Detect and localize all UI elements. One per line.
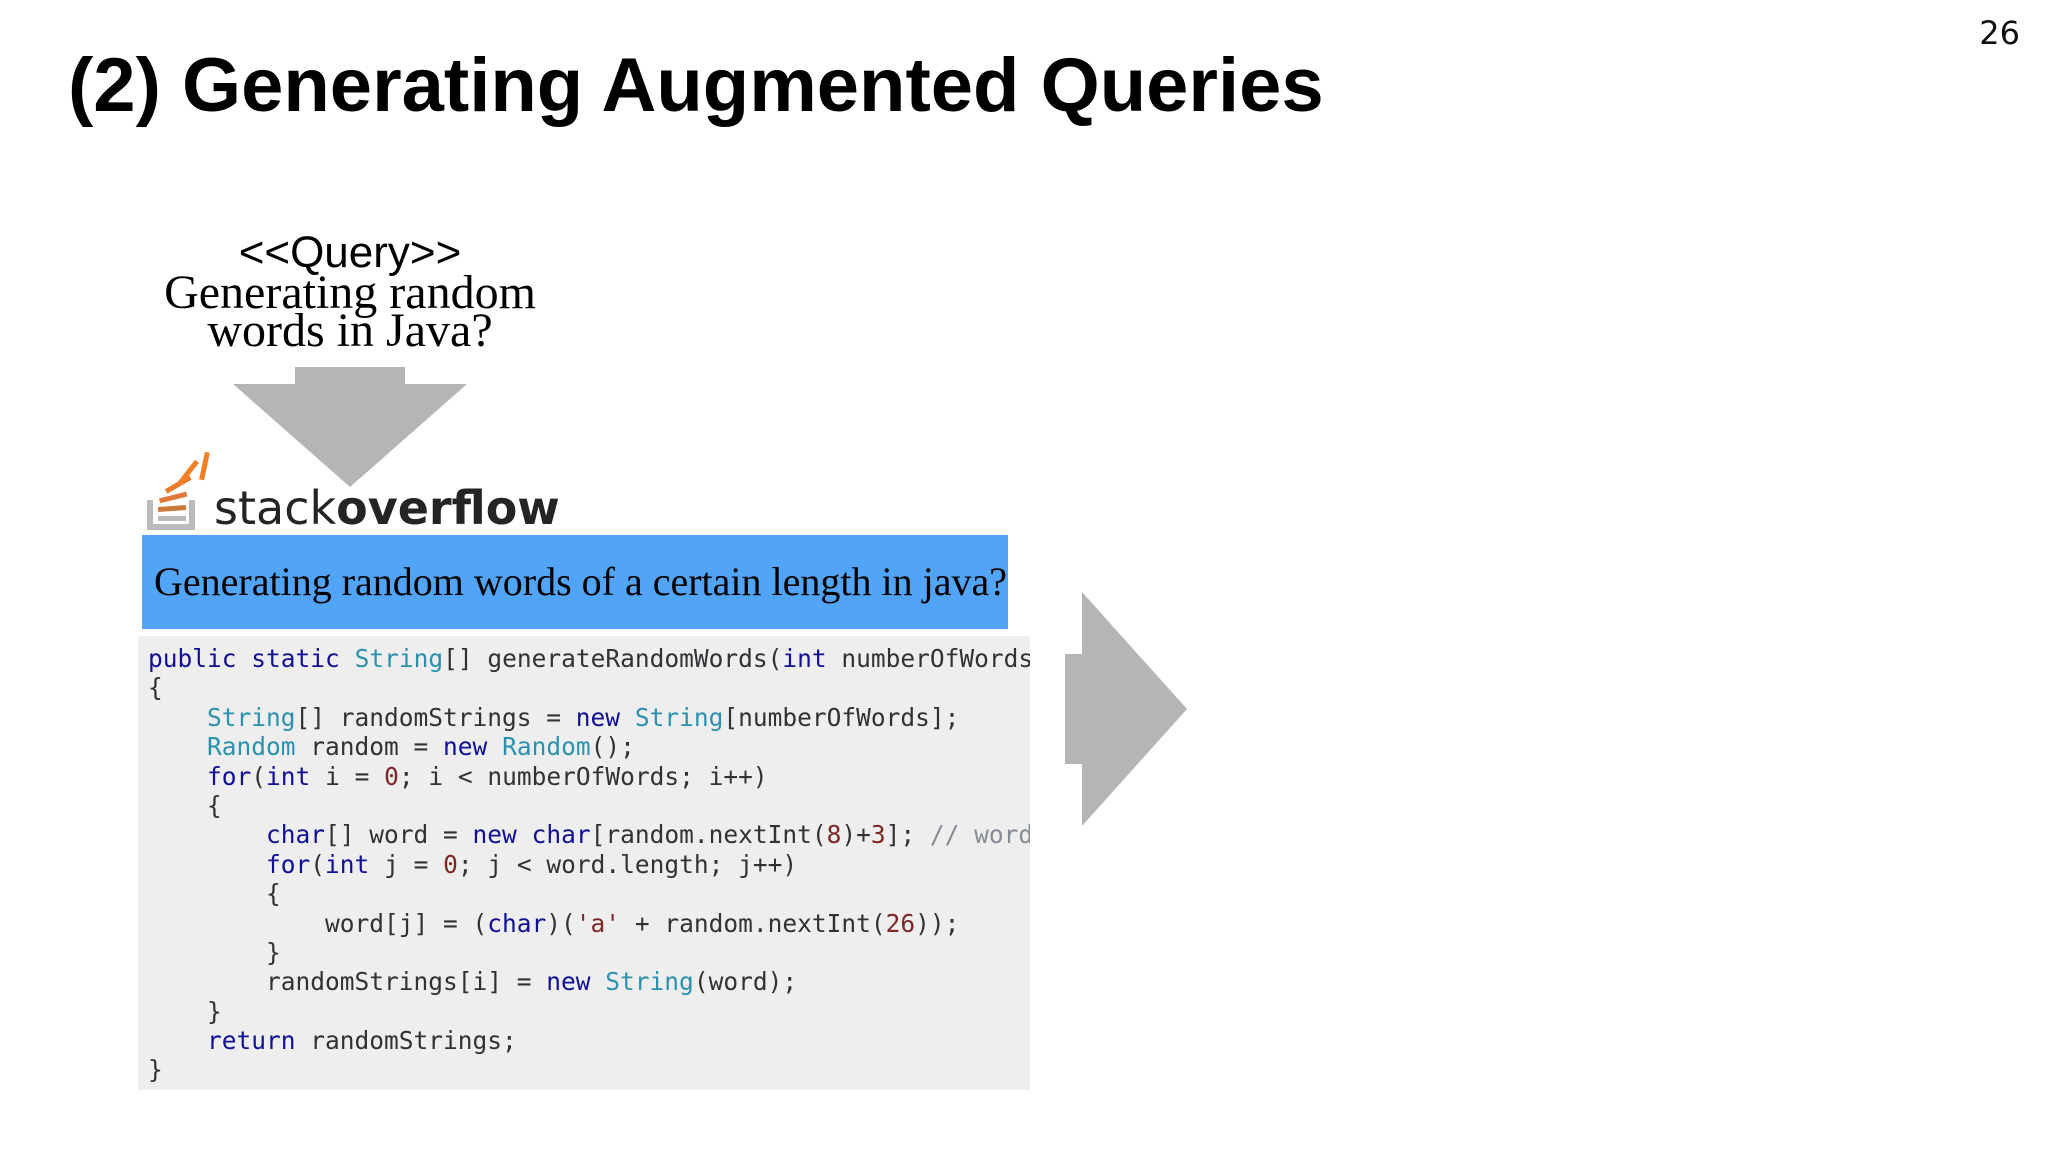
code-token: [] randomStrings = xyxy=(295,702,576,732)
right-arrow-icon xyxy=(1065,592,1187,826)
query-line-1: Generating random xyxy=(164,266,536,319)
code-token xyxy=(148,820,266,849)
code-token: 3 xyxy=(870,820,886,850)
code-token: public xyxy=(148,644,237,673)
code-line: } xyxy=(148,997,1030,1026)
code-token: String xyxy=(354,644,444,673)
wordmark-overflow: overflow xyxy=(336,481,560,535)
code-token: numberOfWords) xyxy=(826,644,1030,673)
query-line-2: words in Java? xyxy=(207,304,493,357)
code-token: 'a' xyxy=(575,908,621,938)
code-token: 26 xyxy=(885,908,916,938)
code-token: { xyxy=(148,879,281,909)
slide-title: (2) Generating Augmented Queries xyxy=(68,43,1324,128)
code-line: word[j] = (char)('a' + random.nextInt(26… xyxy=(148,909,1030,938)
code-token: 0 xyxy=(443,849,458,879)
code-token xyxy=(148,850,266,879)
code-token: 8 xyxy=(826,820,842,850)
code-line: randomStrings[i] = new String(word); xyxy=(148,967,1030,996)
code-line: } xyxy=(148,1055,1030,1084)
code-token: // words xyxy=(929,820,1030,850)
code-token: int xyxy=(325,849,370,879)
code-token xyxy=(487,732,502,761)
code-token: ( xyxy=(310,849,326,879)
code-line: } xyxy=(148,938,1030,967)
code-token: [numberOfWords]; xyxy=(723,702,960,732)
code-line: return randomStrings; xyxy=(148,1026,1030,1055)
code-token xyxy=(148,762,207,791)
code-token xyxy=(148,732,207,761)
code-snippet: public static String[] generateRandomWor… xyxy=(138,636,1030,1090)
code-line: char[] word = new char[random.nextInt(8)… xyxy=(148,820,1030,849)
code-token: )+ xyxy=(841,820,871,850)
code-token: + random.nextInt( xyxy=(620,908,886,938)
code-token: )( xyxy=(546,908,576,938)
code-token xyxy=(148,1026,207,1055)
code-token: new xyxy=(443,732,488,762)
code-token: String xyxy=(634,702,724,732)
code-token: )); xyxy=(915,908,960,938)
code-token: char xyxy=(531,820,591,850)
code-line: public static String[] generateRandomWor… xyxy=(148,644,1030,673)
code-token: word[j] = ( xyxy=(148,908,488,938)
code-token: randomStrings[i] = xyxy=(148,967,547,997)
page-number: 26 xyxy=(1979,14,2020,52)
code-token: ; i < numberOfWords; i++) xyxy=(398,761,768,791)
code-token: } xyxy=(148,996,222,1026)
code-token: } xyxy=(148,937,281,967)
stackoverflow-wordmark: stackoverflow xyxy=(214,480,560,536)
code-token: new xyxy=(575,702,621,732)
code-token xyxy=(517,820,532,849)
stackoverflow-logo-icon xyxy=(147,452,210,530)
code-token xyxy=(340,644,355,673)
code-token: (word); xyxy=(693,967,798,997)
code-line: Random random = new Random(); xyxy=(148,732,1030,761)
code-token: int xyxy=(782,644,827,673)
code-line: for(int j = 0; j < word.length; j++) xyxy=(148,850,1030,879)
code-token: [random.nextInt( xyxy=(590,820,827,850)
code-token: (); xyxy=(590,732,635,762)
code-token: } xyxy=(148,1055,163,1085)
code-token xyxy=(237,644,252,673)
code-token: randomStrings; xyxy=(295,1026,517,1056)
code-token: String xyxy=(207,702,296,732)
code-token: char xyxy=(266,820,326,850)
code-token xyxy=(620,703,635,732)
code-token: int xyxy=(266,761,311,791)
code-token: i = xyxy=(310,761,385,791)
code-token: { xyxy=(148,790,222,820)
code-token xyxy=(591,967,606,996)
code-line: String[] randomStrings = new String[numb… xyxy=(148,703,1030,732)
code-token: ; j < word.length; j++) xyxy=(457,849,798,879)
code-token: new xyxy=(472,820,517,850)
code-token: Random xyxy=(207,732,296,762)
query-block: <<Query>> Generating random words in Jav… xyxy=(110,228,590,357)
code-token xyxy=(148,703,207,732)
code-token: j = xyxy=(369,849,444,879)
code-token: random = xyxy=(295,732,444,762)
code-token: new xyxy=(546,967,591,997)
code-token: [] word = xyxy=(325,820,473,850)
code-token: String xyxy=(605,967,694,997)
code-line: for(int i = 0; i < numberOfWords; i++) xyxy=(148,762,1030,791)
code-token: { xyxy=(148,673,163,703)
code-token: static xyxy=(251,644,340,673)
question-title-bar: Generating random words of a certain len… xyxy=(142,535,1008,629)
code-line: { xyxy=(148,673,1030,702)
code-token: Random xyxy=(502,732,591,762)
code-token: for xyxy=(207,761,252,791)
query-label: <<Query>> xyxy=(238,228,462,277)
code-token: for xyxy=(266,849,311,879)
code-token: [] generateRandomWords( xyxy=(443,644,783,673)
code-line: { xyxy=(148,791,1030,820)
code-token: 0 xyxy=(384,761,399,791)
code-line: { xyxy=(148,879,1030,908)
code-token: ]; xyxy=(885,820,930,850)
down-arrow-icon xyxy=(233,367,467,487)
code-token: ( xyxy=(251,761,267,791)
code-token: return xyxy=(207,1026,296,1056)
code-token: char xyxy=(487,908,547,938)
wordmark-stack: stack xyxy=(214,481,337,535)
